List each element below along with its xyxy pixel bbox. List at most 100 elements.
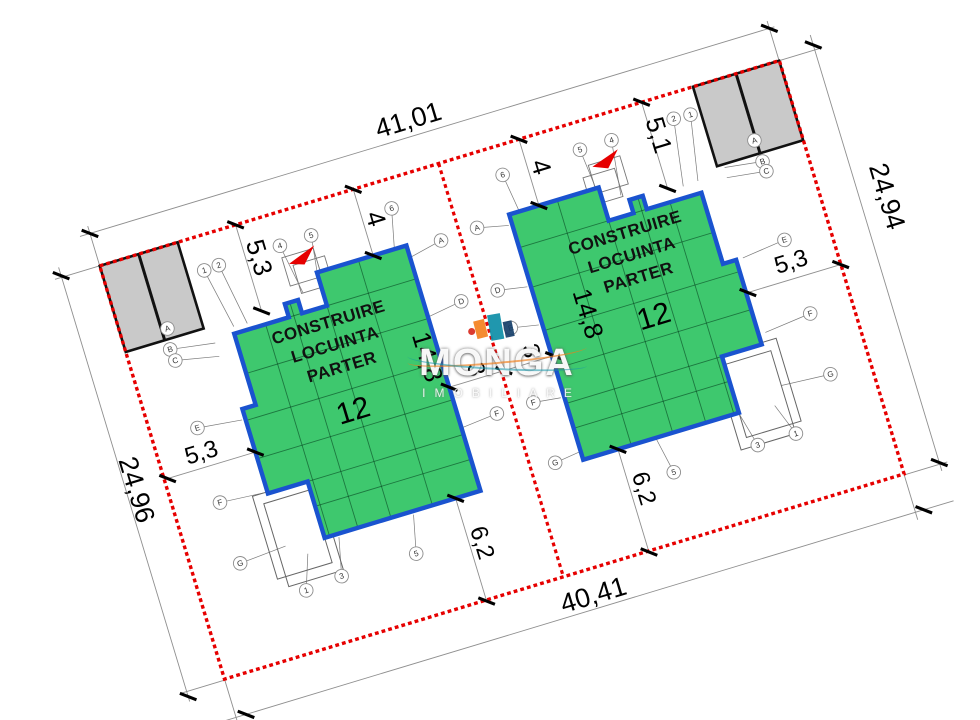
dimension-tick <box>158 473 177 484</box>
dimension-tick <box>640 547 658 557</box>
axis-bubble <box>547 455 563 471</box>
dim-label-yard-left: 6,2 <box>464 523 499 563</box>
dimension-line <box>222 500 954 720</box>
axis-bubble-label: C <box>171 355 179 365</box>
dimension-tick <box>477 596 496 606</box>
dimension-line <box>235 224 263 312</box>
axis-bubble-label: G <box>236 558 245 568</box>
axis-bubble <box>747 133 762 148</box>
dimension-tick <box>609 444 627 454</box>
red-flag-marker-left <box>289 245 315 265</box>
dim-label-side-setback-right: 5,3 <box>771 244 811 279</box>
axis-bubble <box>334 568 349 584</box>
axis-bubble-label: 1 <box>793 429 800 439</box>
dimension-tick <box>804 40 823 50</box>
dimension-tick <box>446 493 465 503</box>
dimension-tick <box>440 382 459 392</box>
dimension-tick <box>495 366 513 376</box>
axis-bubble-label: D <box>494 285 502 295</box>
dim-label-gap-right: 3 <box>516 341 546 362</box>
axis-bubble-label: 5 <box>308 230 315 240</box>
dimension-tick <box>530 200 548 211</box>
axis-bubble-label: F <box>530 398 537 408</box>
axis-bubble-label: 4 <box>277 241 284 251</box>
axis-bubble <box>190 420 205 436</box>
axis-bubble <box>211 257 227 273</box>
dimension-tick <box>760 23 779 34</box>
axis-bubble-label: F <box>493 409 500 419</box>
axis-leader-line <box>197 419 243 429</box>
axis-bubble <box>433 233 449 248</box>
axis-leader-line <box>170 342 216 350</box>
axis-leader-line <box>690 114 699 182</box>
axis-leader-line <box>611 140 622 196</box>
axis-bubble-label: F <box>807 309 814 319</box>
porch-outline <box>281 247 323 287</box>
dimension-line <box>747 264 841 293</box>
axis-bubble-label: 1 <box>687 110 694 120</box>
axis-leader-line <box>742 239 785 259</box>
dim-label-setback-top-left: 4 <box>360 207 393 230</box>
dimension-tick <box>544 350 563 361</box>
axis-bubble <box>490 283 505 298</box>
axis-bubble-label: 5 <box>413 549 420 559</box>
axis-bubble <box>683 107 698 122</box>
dimension-tick <box>252 306 271 316</box>
axis-bubble <box>453 294 469 309</box>
axis-leader-line <box>175 355 220 361</box>
dim-label-width-right: 24,94 <box>863 160 911 233</box>
axis-bubble <box>823 366 838 382</box>
garage-divider <box>137 253 167 341</box>
axis-bubble-label: 4 <box>608 135 615 145</box>
axis-bubble <box>666 111 681 126</box>
axis-leader-line <box>240 545 286 564</box>
axis-bubble <box>802 306 818 321</box>
axis-bubble <box>750 437 766 453</box>
dimension-tick <box>226 220 245 230</box>
dimension-line <box>224 679 239 720</box>
axis-bubble <box>232 556 248 571</box>
axis-bubble-label: C <box>762 166 770 176</box>
axis-bubble <box>604 133 619 148</box>
axis-bubble <box>212 495 228 510</box>
dimension-line <box>903 474 919 520</box>
dimension-line <box>164 451 256 481</box>
axis-bubble <box>489 406 505 421</box>
axis-bubble-label: 2 <box>215 260 222 270</box>
dimension-tick <box>739 287 757 298</box>
dimension-line <box>617 449 650 553</box>
dimension-tick <box>658 183 677 194</box>
dimension-line <box>809 34 943 472</box>
axis-leader-line <box>203 270 235 327</box>
axis-bubble <box>196 263 212 278</box>
dim-label-side-setback-left: 5,3 <box>182 435 222 470</box>
axis-bubble-label: 5 <box>577 145 584 155</box>
axis-bubble <box>666 464 682 480</box>
axis-bubble-label: 3 <box>754 440 761 450</box>
axis-bubble <box>160 321 175 336</box>
dimension-tick <box>831 259 850 270</box>
axis-bubble-label: E <box>781 235 789 245</box>
axis-bubble <box>272 238 288 254</box>
axis-bubble-label: 1 <box>201 265 208 275</box>
axis-bubble-label: A <box>473 223 481 233</box>
axis-bubble <box>303 228 319 243</box>
axis-bubble-label: 6 <box>499 170 506 180</box>
axis-bubble-label: 1 <box>303 585 310 595</box>
axis-leader-line <box>765 313 811 333</box>
axis-bubble <box>526 395 541 410</box>
axis-bubble <box>777 232 792 248</box>
dimension-line <box>455 498 488 602</box>
dimension-tick <box>930 457 949 468</box>
dimension-line <box>179 679 225 694</box>
axis-bubble-label: 3 <box>338 571 345 581</box>
dimension-tick <box>364 250 383 261</box>
dimension-line <box>79 26 775 237</box>
axis-bubble-label: A <box>437 235 445 245</box>
axis-bubble <box>572 142 588 158</box>
axis-bubble-label: B <box>166 344 174 354</box>
dimension-line <box>518 139 540 206</box>
axis-bubble <box>298 583 314 598</box>
